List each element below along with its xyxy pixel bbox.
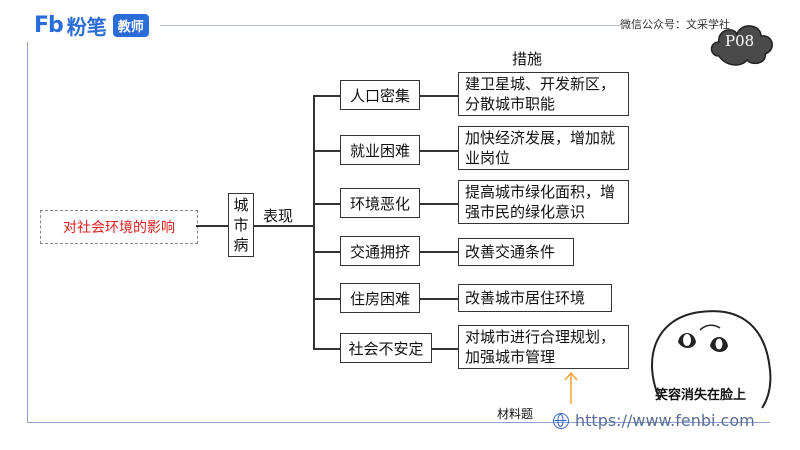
logo-tag: 教师	[112, 13, 149, 37]
measure-text: 建卫星城、开发新区，分散城市职能	[465, 75, 616, 113]
up-arrow-icon	[564, 371, 578, 404]
slide-frame	[27, 42, 770, 423]
header-divider	[160, 25, 620, 26]
city-connector	[254, 225, 314, 227]
meme-sticker-face-icon	[651, 310, 772, 409]
website-link[interactable]: https://www.fenbi.com	[553, 411, 755, 430]
measure-box: 建卫星城、开发新区，分散城市职能	[458, 72, 629, 116]
measure-box: 改善城市居住环境	[458, 284, 612, 312]
problem-box: 环境恶化	[340, 188, 420, 218]
page-number: P08	[725, 32, 755, 50]
problem-box: 交通拥挤	[340, 236, 420, 266]
city-disease-label: 城市病	[233, 196, 249, 254]
logo-mark: Fb	[34, 12, 64, 38]
measure-connector	[420, 251, 458, 253]
root-topic-box: 对社会环境的影响	[40, 210, 198, 244]
measures-label: 措施	[512, 50, 543, 68]
measure-connector	[420, 150, 458, 152]
material-question-label: 材料题	[497, 407, 534, 421]
website-url: https://www.fenbi.com	[575, 411, 755, 430]
measure-text: 提高城市绿化面积，增强市民的绿化意识	[465, 183, 616, 221]
measure-connector	[420, 95, 458, 97]
branch-line	[313, 150, 340, 152]
branch-line	[313, 348, 340, 350]
problem-box: 社会不安定	[340, 333, 432, 363]
measure-box: 加快经济发展，增加就业岗位	[458, 126, 629, 170]
measure-text: 加快经济发展，增加就业岗位	[465, 129, 616, 167]
root-connector	[196, 225, 228, 227]
problem-label: 住房困难	[349, 289, 410, 308]
measure-text: 改善交通条件	[465, 243, 556, 261]
problem-box: 就业困难	[340, 135, 420, 165]
problem-label: 就业困难	[349, 141, 410, 160]
problem-box: 人口密集	[340, 80, 420, 110]
branch-line	[313, 95, 340, 97]
problem-label: 交通拥挤	[349, 242, 410, 261]
measure-box: 对城市进行合理规划，加强城市管理	[458, 325, 629, 369]
logo-name: 粉笔	[66, 14, 107, 39]
measure-text: 改善城市居住环境	[465, 289, 586, 307]
problem-label: 环境恶化	[349, 194, 410, 213]
measure-connector	[432, 348, 458, 350]
measure-box: 改善交通条件	[458, 238, 574, 266]
branch-line	[313, 298, 340, 300]
problem-box: 住房困难	[340, 283, 420, 313]
measure-connector	[420, 203, 458, 205]
wechat-account-text: 微信公众号：文采学社	[620, 18, 730, 31]
problem-label: 人口密集	[349, 86, 410, 105]
sticker-caption: 笑容消失在脸上	[655, 388, 747, 403]
manifestation-label: 表现	[263, 207, 294, 225]
problem-label: 社会不安定	[348, 339, 424, 358]
page-badge-cloud-icon	[710, 25, 773, 66]
measure-connector	[420, 298, 458, 300]
city-disease-box: 城市病	[228, 193, 254, 257]
measure-text: 对城市进行合理规划，加强城市管理	[465, 328, 616, 366]
fenbi-logo: Fb 粉笔 教师	[34, 12, 149, 39]
branch-line	[313, 203, 340, 205]
measure-box: 提高城市绿化面积，增强市民的绿化意识	[458, 180, 629, 224]
branch-line	[313, 251, 340, 253]
trunk-line	[313, 95, 315, 349]
globe-icon	[553, 412, 569, 429]
